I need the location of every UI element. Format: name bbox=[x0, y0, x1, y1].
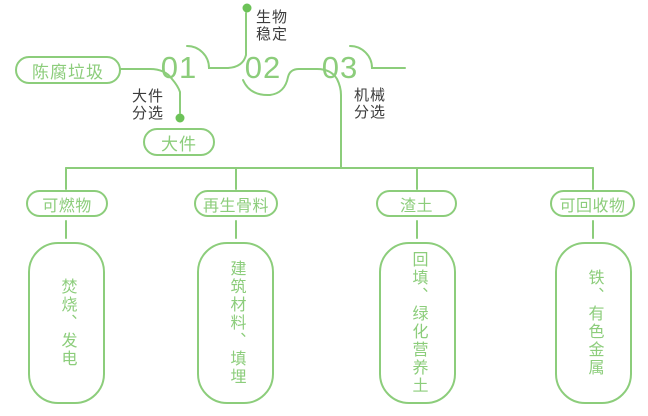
category-label-combustible: 可燃物 bbox=[42, 197, 92, 215]
process-label-mechanical-sorting: 机械分选 bbox=[354, 87, 387, 121]
category-pill-aggregate: 再生骨料 bbox=[194, 190, 278, 217]
output-pill-bulky-label: 大件 bbox=[161, 134, 197, 154]
line-02-up-branch bbox=[227, 12, 247, 69]
swoosh-under-02 bbox=[242, 68, 318, 97]
arc-over-01 bbox=[186, 45, 229, 69]
category-label-recyclable: 可回收物 bbox=[559, 197, 626, 215]
arc-over-03 bbox=[349, 45, 406, 69]
source-label: 陈腐垃圾 bbox=[32, 62, 104, 82]
category-label-slag: 渣土 bbox=[399, 197, 433, 215]
line-source-to-01 bbox=[120, 68, 181, 114]
station-number-01: 01 bbox=[160, 50, 198, 85]
category-pill-recyclable: 可回收物 bbox=[550, 190, 635, 217]
result-text-aggregate: 建筑材料、填埋 bbox=[227, 260, 245, 386]
process-label-bulky-sorting: 大件分选 bbox=[132, 88, 165, 122]
category-label-aggregate: 再生骨料 bbox=[202, 197, 269, 215]
result-box-slag: 回填、绿化营养土 bbox=[379, 242, 456, 404]
category-pill-slag: 渣土 bbox=[376, 190, 457, 217]
process-label-bio-stabilization: 生物稳定 bbox=[256, 9, 289, 43]
station-number-03: 03 bbox=[321, 50, 359, 85]
result-box-recyclable: 铁、有色金属 bbox=[555, 242, 632, 404]
result-text-slag: 回填、绿化营养土 bbox=[409, 251, 427, 395]
line-03-down-branch bbox=[316, 68, 342, 169]
result-text-recyclable: 铁、有色金属 bbox=[585, 269, 603, 377]
source-pill: 陈腐垃圾 bbox=[15, 56, 121, 84]
station-number-02: 02 bbox=[244, 50, 282, 85]
result-box-combustible: 焚烧、发电 bbox=[28, 242, 105, 404]
bulky-branch-dot bbox=[175, 113, 185, 123]
output-pill-bulky: 大件 bbox=[143, 128, 215, 156]
category-pill-combustible: 可燃物 bbox=[26, 190, 108, 217]
result-text-combustible: 焚烧、发电 bbox=[58, 278, 76, 368]
result-box-aggregate: 建筑材料、填埋 bbox=[197, 242, 274, 404]
bio-branch-dot bbox=[242, 3, 252, 13]
